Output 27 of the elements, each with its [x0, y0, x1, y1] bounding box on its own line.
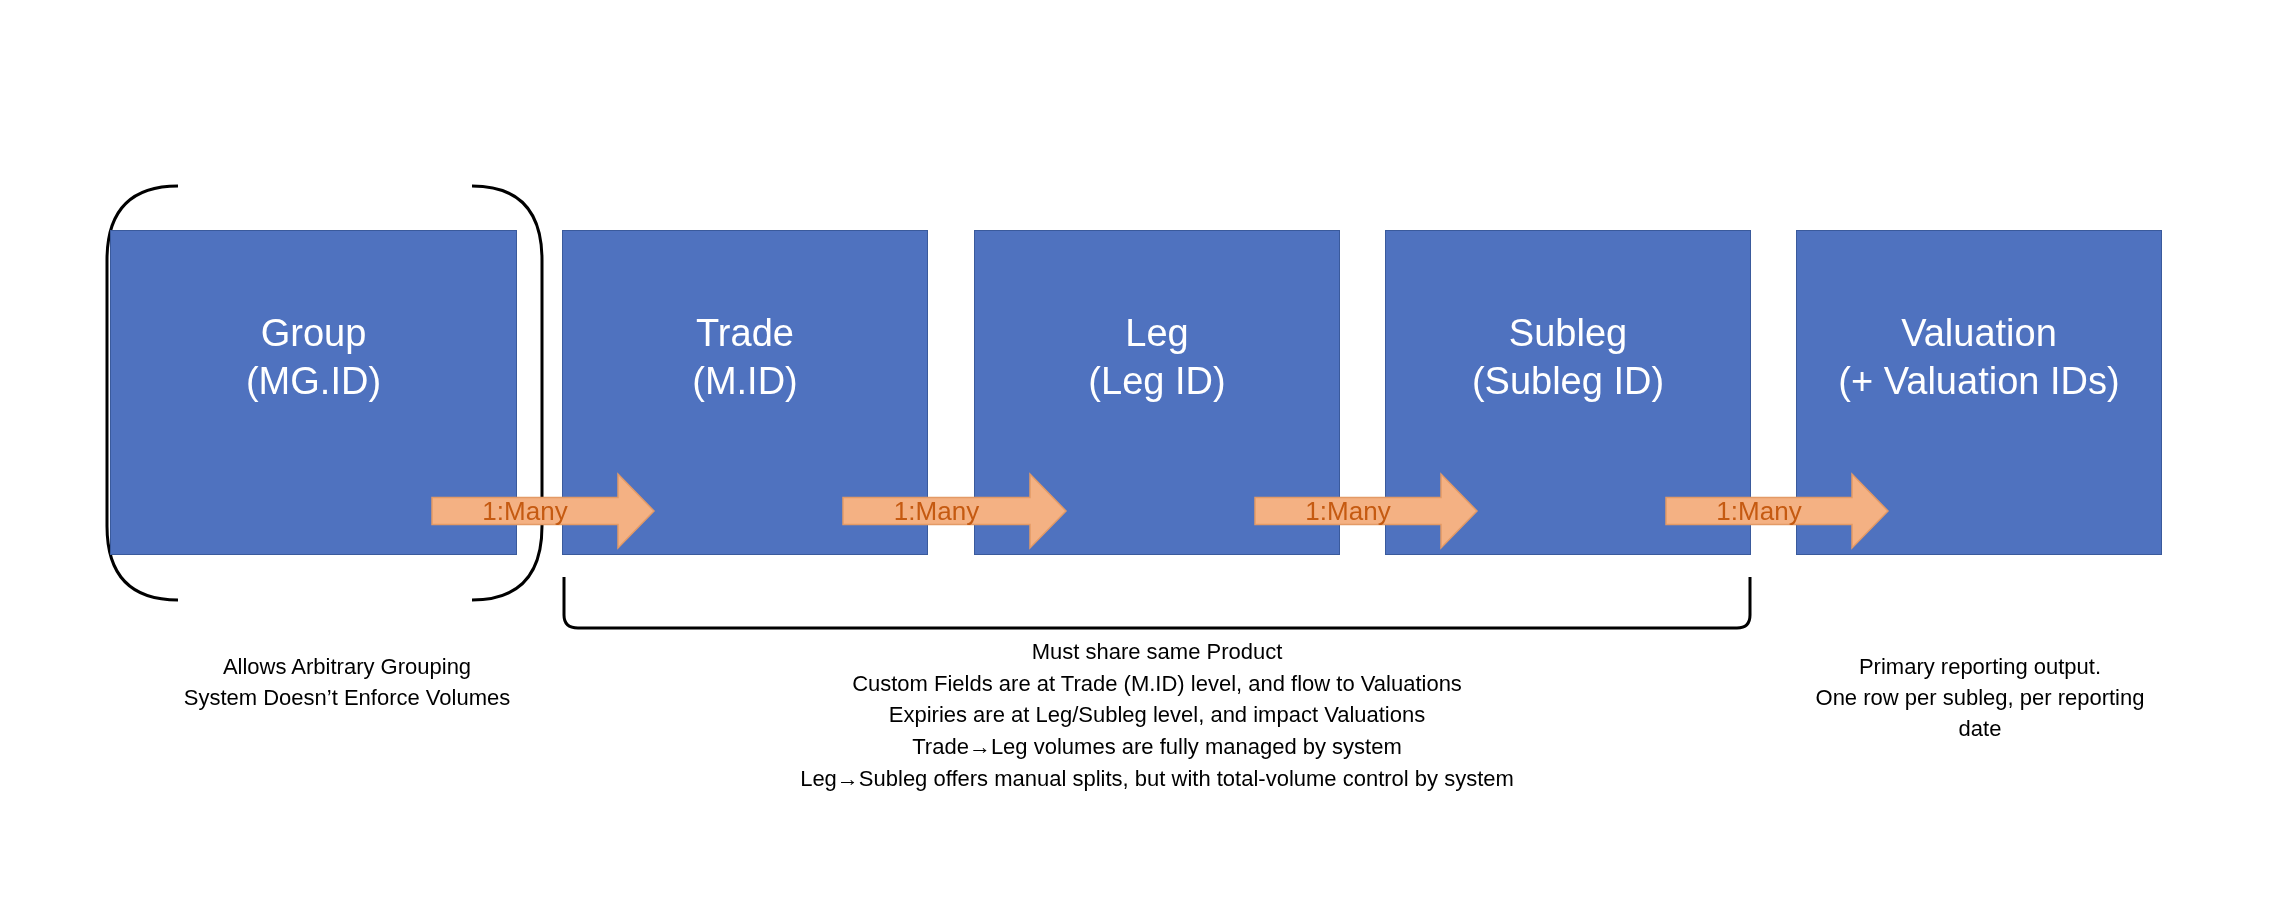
edge-label: 1:Many [893, 498, 980, 524]
note-text: Allows Arbitrary Grouping [222, 653, 472, 681]
entity-id: (Leg ID) [1088, 358, 1226, 404]
note-text: Custom Fields are at Trade (M.ID) level, and flow to Valuations [852, 669, 1462, 698]
entity-title: Trade [696, 311, 794, 356]
entity-title: Valuation [1901, 311, 2057, 356]
edge-label: 1:Many [1716, 498, 1802, 524]
note-text: Trade→Leg volumes are fully managed by system [912, 733, 1402, 761]
edge-label: 1:Many [1305, 498, 1391, 524]
entity-id: (M.ID) [692, 358, 798, 404]
block-arrow [1254, 472, 1479, 550]
note-text: Expiries are at Leg/Subleg level, and impact Valuations [888, 701, 1426, 730]
entity-id: (Subleg ID) [1471, 358, 1665, 404]
entity-id: (+ Valuation IDs) [1838, 358, 2120, 404]
edge-label: 1:Many [482, 498, 568, 524]
entity-title: Subleg [1508, 311, 1628, 356]
note-text: System Doesn’t Enforce Volumes [183, 683, 511, 712]
note-text: One row per subleg, per reporting date [1815, 683, 2145, 743]
block-arrow [1665, 472, 1890, 550]
note-text: Leg→Subleg offers manual splits, but with total-volume control by system [800, 764, 1514, 793]
block-arrow [842, 472, 1068, 550]
note-text: Primary reporting output. [1858, 653, 2102, 681]
entity-title: Group [260, 311, 367, 356]
entity-id: (MG.ID) [245, 358, 382, 404]
block-arrow [431, 472, 656, 550]
note-text: Must share same Product [1031, 638, 1283, 666]
entity-title: Leg [1125, 311, 1189, 356]
